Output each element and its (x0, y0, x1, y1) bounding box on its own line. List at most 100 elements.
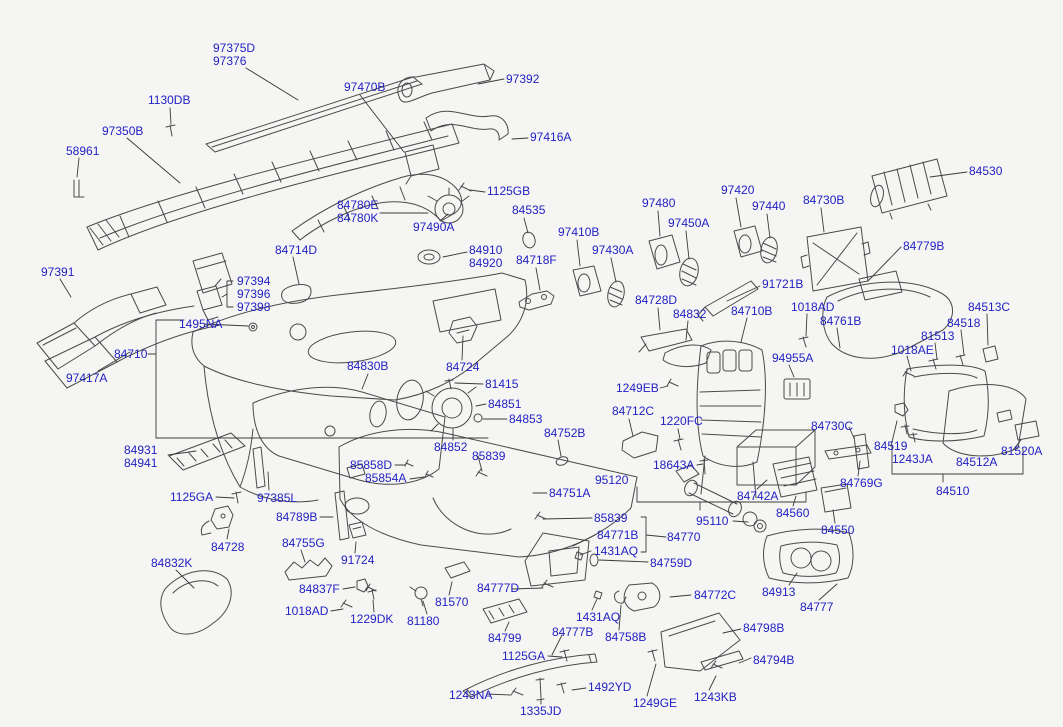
part-label-1243NA: 1243NA (449, 689, 492, 702)
part-number-text: 95110 (696, 514, 729, 528)
part-number-text: 84777 (800, 600, 834, 614)
part-number-text: 1243JA (892, 452, 933, 466)
part-number-text: 85854A (365, 471, 407, 485)
sketch-84755G (284, 557, 333, 581)
part-label-84742A: 84742A (737, 490, 778, 503)
part-number-text: 97416A (530, 130, 572, 144)
part-number-text: 84913 (762, 585, 796, 599)
part-number-text: 1018AD (285, 604, 329, 618)
part-label-97490A: 97490A (413, 221, 454, 234)
part-number-text: 84728D (635, 293, 678, 307)
part-number-text: 81520A (1001, 444, 1043, 458)
part-number-text: 84710B (731, 304, 773, 318)
sketch-84758B (614, 590, 627, 604)
part-number-text: 97376 (213, 54, 247, 68)
part-number-text: 85839 (594, 511, 628, 525)
part-number-text: 84799 (488, 631, 522, 645)
sketch-84832K (160, 570, 232, 635)
part-number-text: 84780E (337, 198, 379, 212)
sketch-97392 (397, 63, 495, 103)
sketch-84530 (871, 158, 948, 220)
part-number-text: 1125GB (487, 184, 531, 198)
sketch-84519 (894, 402, 909, 417)
part-label-84771B: 84771B (597, 529, 638, 542)
part-number-text: 97350B (102, 124, 144, 138)
part-number-text: 95120 (595, 473, 629, 487)
part-label-84770: 84770 (667, 531, 700, 544)
part-number-text: 84710 (114, 347, 148, 361)
sketch-84832 (662, 344, 712, 368)
part-label-84852: 84852 (434, 441, 467, 454)
sketch-84714D (281, 284, 312, 304)
part-label-97430A: 97430A (592, 244, 633, 257)
sketch-84931 (168, 432, 246, 471)
part-number-text: 84910 (469, 243, 503, 257)
part-number-text: 97470B (344, 80, 386, 94)
part-label-84535: 84535 (512, 204, 545, 217)
part-label-97417A: 97417A (66, 372, 107, 385)
part-number-text: 58961 (66, 144, 100, 158)
sketch-95110 (753, 519, 767, 533)
part-label-85839-b: 85839 (594, 512, 627, 525)
part-number-text: 84712C (612, 404, 655, 418)
part-label-84832: 84832 (673, 308, 706, 321)
leader-lines (59, 67, 1024, 705)
sketch-84550 (820, 483, 852, 513)
sketch-84512A (942, 384, 1027, 457)
sketch-97470B (291, 144, 462, 241)
sketch-84910 (417, 249, 441, 265)
part-label-91724: 91724 (341, 554, 374, 567)
part-number-text: 84832 (673, 307, 707, 321)
part-number-text: 84724 (446, 360, 480, 374)
part-label-1125GA-b: 1125GA (502, 650, 545, 663)
part-label-97450A: 97450A (668, 217, 709, 230)
part-label-97391: 97391 (41, 266, 74, 279)
part-number-text: 1125GA (170, 490, 214, 504)
part-label-84519: 84519 (874, 440, 907, 453)
part-label-84779B: 84779B (903, 240, 944, 253)
sketch-97430A (607, 280, 625, 308)
part-number-text: 84752B (544, 426, 586, 440)
part-label-81520A: 81520A (1001, 445, 1042, 458)
part-number-text: 1431AQ (594, 544, 639, 558)
part-number-text: 91724 (341, 553, 375, 567)
sketch-84530-end (870, 184, 884, 208)
part-label-84798B: 84798B (743, 622, 784, 635)
sketch-97410B (572, 265, 602, 297)
part-number-text: 81570 (435, 595, 469, 609)
part-number-text: 84510 (936, 484, 970, 498)
sketch-97392-inlet (401, 82, 413, 98)
part-label-1431AQ-b: 1431AQ (576, 611, 620, 624)
part-label-84510: 84510 (936, 485, 969, 498)
sketch-84759D (589, 553, 599, 567)
sketch-84535 (522, 231, 536, 249)
part-number-text: 84837F (299, 582, 340, 596)
part-number-text: 1229DK (350, 612, 394, 626)
part-label-84560: 84560 (776, 507, 809, 520)
sketch-84728D (638, 328, 693, 353)
part-label-84714D: 84714D (275, 244, 317, 257)
part-label-84777D: 84777D (477, 582, 519, 595)
part-label-84913: 84913 (762, 586, 795, 599)
part-number-text: 84730C (811, 419, 854, 433)
part-number-text: 84755G (282, 536, 325, 550)
part-number-text: 84550 (821, 523, 855, 537)
sketch-duct-connector (192, 252, 233, 294)
part-number-text: 81180 (407, 614, 440, 628)
part-number-text: 84780K (337, 211, 379, 225)
sketch-97350B (86, 121, 460, 251)
part-number-text: 84718F (516, 253, 557, 267)
part-number-text: 91721B (762, 277, 804, 291)
part-label-84758B: 84758B (605, 631, 646, 644)
part-label-1249GE: 1249GE (633, 697, 677, 710)
sketch-84837F (356, 578, 369, 593)
part-number-text: 84530 (969, 164, 1003, 178)
part-label-84769G: 84769G (840, 477, 883, 490)
part-number-text: 84761B (820, 314, 862, 328)
part-number-text: 84830B (347, 359, 389, 373)
part-label-84518: 84518 (947, 317, 980, 330)
part-label-97385L: 97385L (257, 492, 297, 505)
part-label-1018AE: 1018AE (891, 344, 934, 357)
part-number-text: 1249EB (616, 381, 659, 395)
